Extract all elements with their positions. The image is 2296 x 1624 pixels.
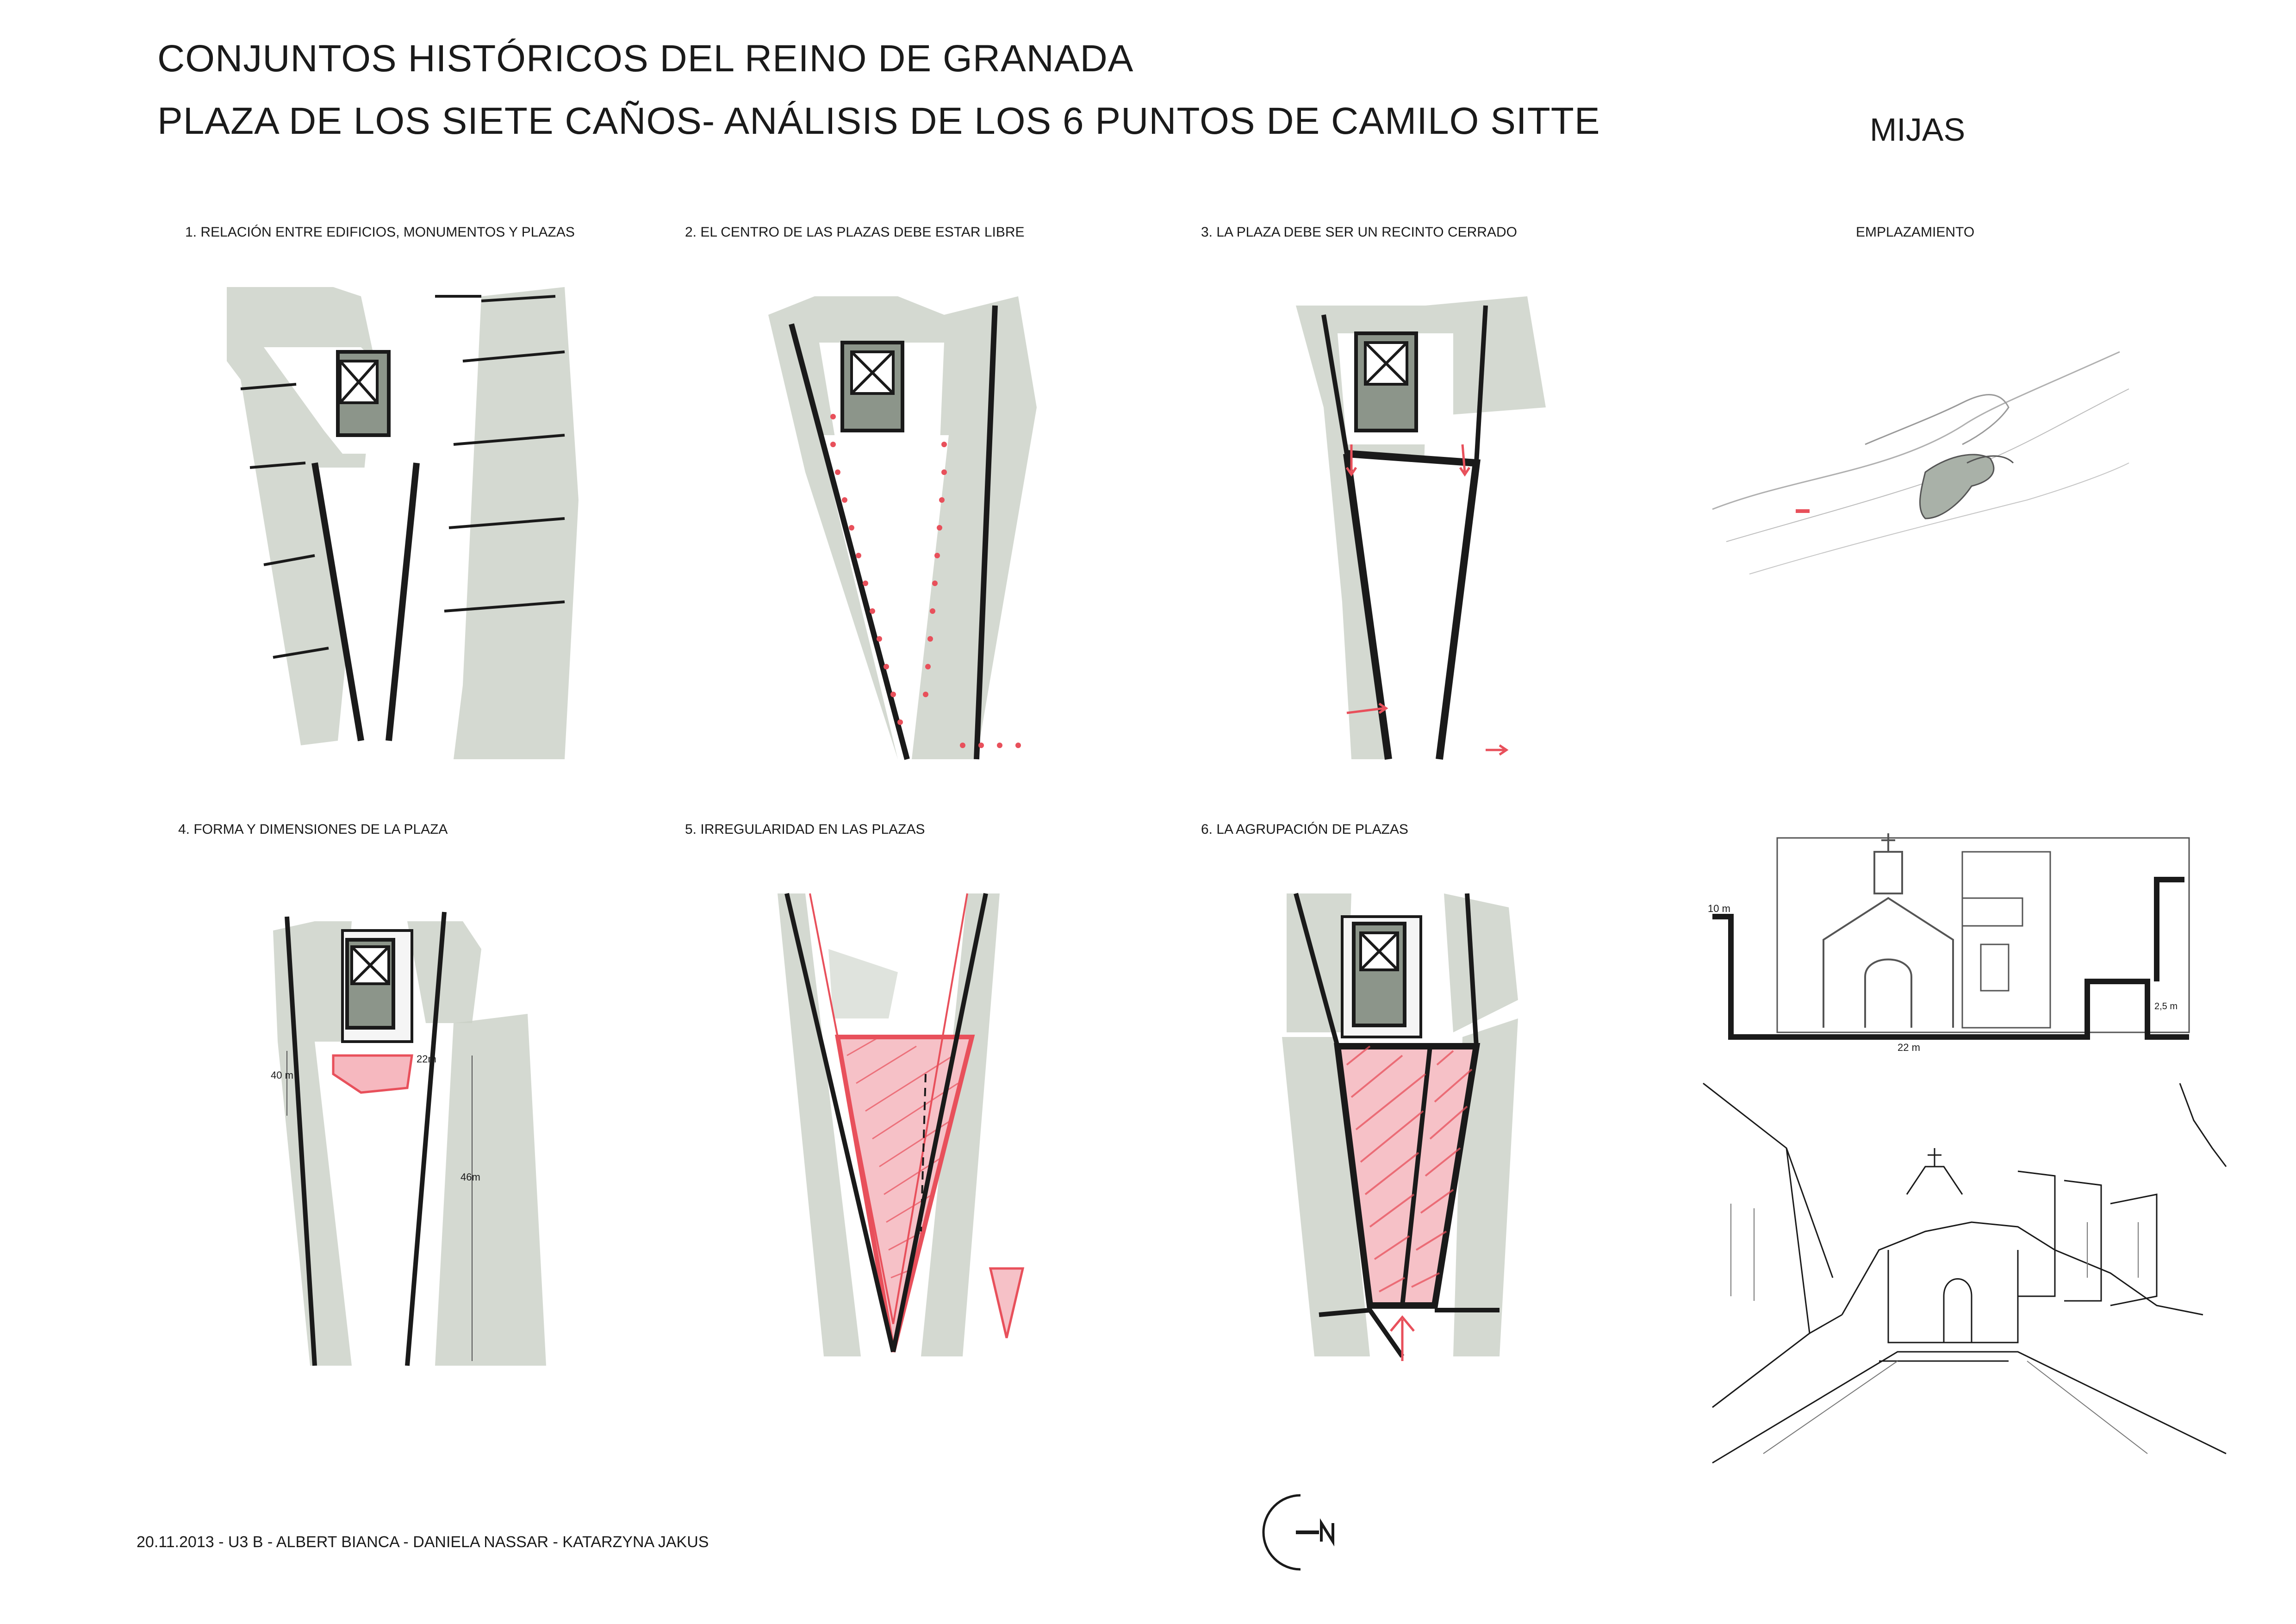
dim-depth: 40 m xyxy=(271,1069,293,1081)
north-arrow-icon xyxy=(1262,1494,1334,1571)
panel-2-plan xyxy=(768,296,1037,760)
elev-low: 2,5 m xyxy=(2154,1001,2178,1012)
page-subtitle: PLAZA DE LOS SIETE CAÑOS- ANÁLISIS DE LO… xyxy=(157,100,1600,142)
church-elevation: 10 m 22 m 2,5 m xyxy=(1708,833,2190,1053)
panel-5-caption: 5. IRREGULARIDAD EN LAS PLAZAS xyxy=(685,822,925,837)
elev-height: 10 m xyxy=(1708,903,1730,914)
panel-3-caption: 3. LA PLAZA DEBE SER UN RECINTO CERRADO xyxy=(1201,225,1517,240)
panel-4-caption: 4. FORMA Y DIMENSIONES DE LA PLAZA xyxy=(178,822,448,837)
dim-front: 22m xyxy=(417,1053,436,1065)
panel-5-plan xyxy=(778,893,1025,1356)
site-caption: EMPLAZAMIENTO xyxy=(1856,225,1975,240)
panel-6-plan xyxy=(1282,893,1518,1361)
panel-1-caption: 1. RELACIÓN ENTRE EDIFICIOS, MONUMENTOS … xyxy=(185,225,575,240)
street-perspective xyxy=(1703,1082,2227,1464)
panel-1-plan xyxy=(227,287,579,759)
dim-length: 46m xyxy=(460,1171,480,1183)
footer-credits: 20.11.2013 - U3 B - ALBERT BIANCA - DANI… xyxy=(137,1533,709,1551)
town-name: MIJAS xyxy=(1870,112,1966,148)
panel-6-caption: 6. LA AGRUPACIÓN DE PLAZAS xyxy=(1201,822,1408,837)
page-title: CONJUNTOS HISTÓRICOS DEL REINO DE GRANAD… xyxy=(157,37,1134,80)
site-plan xyxy=(1712,351,2129,575)
panel-3-plan xyxy=(1296,296,1546,760)
panel-2-caption: 2. EL CENTRO DE LAS PLAZAS DEBE ESTAR LI… xyxy=(685,225,1025,240)
panel-4-plan: 40 m 22m 46m xyxy=(271,912,546,1366)
elev-width: 22 m xyxy=(1898,1042,1920,1053)
